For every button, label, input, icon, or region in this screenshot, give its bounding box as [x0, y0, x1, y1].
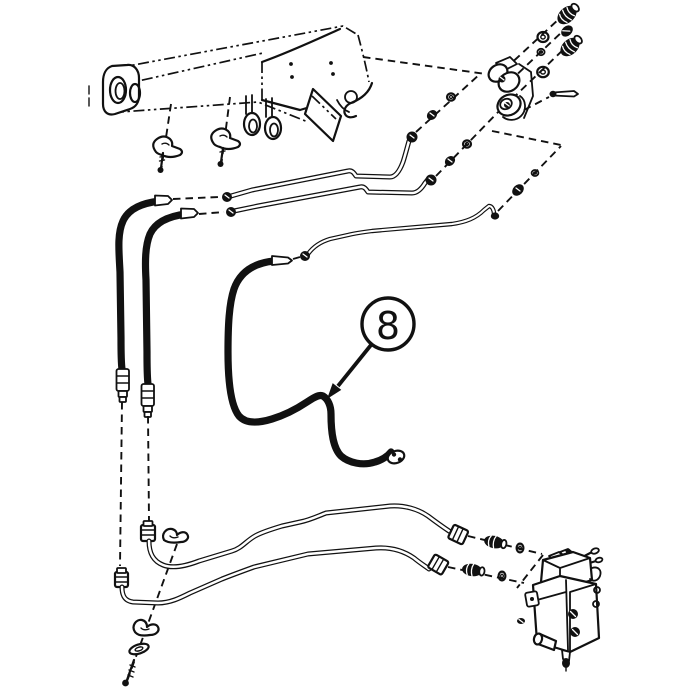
clamp-lower-1: [162, 527, 190, 544]
quick-coupler-1: [557, 2, 580, 25]
hose-1-end-fitting: [115, 368, 130, 403]
coupler-plug: [561, 25, 573, 37]
fitting-chain-dashes: [415, 17, 567, 212]
clamp-bolt-a: [157, 151, 166, 173]
callout-arrow-shaft: [336, 343, 373, 388]
o-rings-top: [536, 30, 550, 79]
pin-bolt: [549, 90, 579, 98]
tube-ball-ends-upper: [222, 131, 437, 217]
phantom-leader-lines: [362, 56, 562, 589]
hydraulic-hose-1: [115, 194, 173, 403]
arm-wing-plate: [303, 87, 343, 143]
clamp-b: [210, 127, 242, 151]
alignment-dashes: [119, 196, 301, 685]
loader-arm-outline: [88, 25, 374, 143]
steel-tube-upper-1: [228, 138, 412, 199]
steel-tube-lower-2: [113, 545, 450, 606]
callout-8: 8: [327, 296, 416, 399]
chain-fittings: [426, 92, 540, 196]
arm-plate: [260, 27, 374, 119]
clamp-bolt-b: [217, 146, 226, 167]
callout-label: 8: [376, 304, 400, 348]
hydraulic-hose-8: [224, 255, 406, 468]
steel-tube-middle: [300, 203, 500, 261]
mount-bolt: [122, 658, 136, 687]
quick-coupler-2: [560, 34, 583, 57]
arm-pivot-boss: [88, 63, 142, 116]
clamp-lower-2: [132, 618, 160, 637]
hydraulic-hose-2: [140, 207, 199, 418]
manifold-bracket: [487, 56, 534, 121]
steel-tube-lower-1: [139, 503, 470, 570]
steel-tube-upper-2: [231, 175, 432, 214]
arm-hinge-lugs: [242, 94, 283, 141]
hose-2-end-fitting: [140, 383, 155, 418]
hose-clamps-upper: [152, 96, 242, 173]
control-valve: [517, 547, 604, 672]
hose-8-end-fitting: [386, 449, 406, 465]
clamp-a: [152, 135, 184, 159]
valve-chain-fittings: [462, 535, 525, 582]
flat-washer: [128, 642, 150, 656]
callout-arrowhead-icon: [327, 383, 342, 399]
callout-circle: [360, 296, 416, 352]
